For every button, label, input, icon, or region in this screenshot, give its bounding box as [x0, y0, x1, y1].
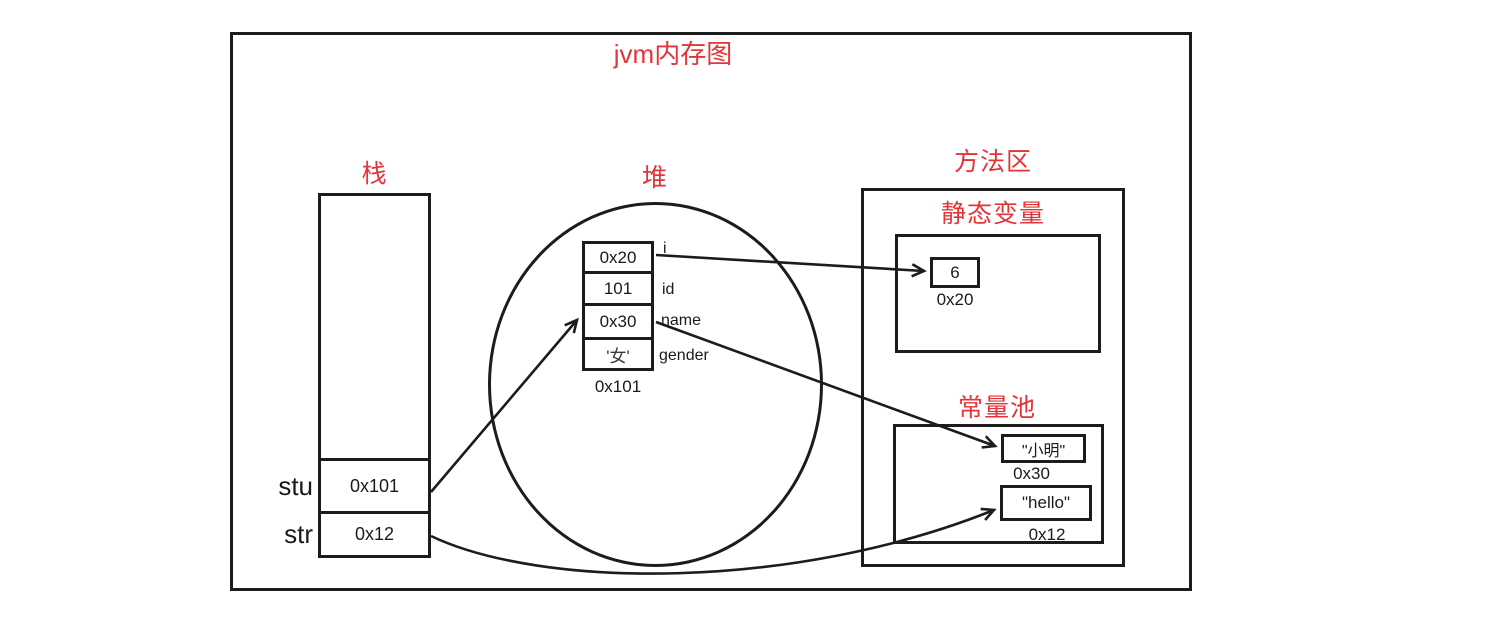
heap-field-name-name: name [661, 312, 702, 329]
stack-frame-str-cell: 0x12 [318, 511, 431, 558]
diagram-outer-border [230, 32, 1192, 591]
heap-field-i-cell: 0x20 [582, 241, 654, 274]
heap-field-id-name: id [662, 281, 675, 298]
heap-field-name-value: 0x30 [599, 311, 637, 331]
static-vars-label: 静态变量 [940, 200, 1045, 228]
heap-field-i-value: 0x20 [599, 247, 637, 267]
heap-object-address: 0x101 [594, 377, 642, 396]
constant-hello-cell: "hello" [1000, 485, 1092, 521]
heap-field-id-cell: 101 [582, 271, 654, 306]
constant-xiaoming-value: "小明" [1021, 442, 1066, 460]
constant-xiaoming-cell: "小明" [1001, 434, 1086, 463]
stack-label: 栈 [361, 160, 388, 188]
heap-field-gender-cell: '女' [582, 337, 654, 371]
heap-field-i-name: i [663, 240, 667, 257]
diagram-title: jvm内存图 [613, 38, 733, 69]
constant-pool-rect [893, 424, 1104, 544]
constant-pool-label: 常量池 [957, 394, 1036, 422]
static-var-6-cell: 6 [930, 257, 980, 288]
static-var-6-value: 6 [950, 262, 960, 282]
stack-frame-stu-value: 0x101 [349, 475, 400, 496]
method-area-label: 方法区 [953, 148, 1032, 176]
static-vars-rect [895, 234, 1101, 353]
constant-hello-value: "hello" [1022, 493, 1070, 512]
static-var-6-address: 0x20 [936, 290, 974, 309]
stack-var-stu-label: stu [278, 471, 313, 501]
stack-var-str-label: str [284, 519, 313, 549]
constant-hello-address: 0x12 [1028, 525, 1066, 544]
heap-field-gender-name: gender [659, 347, 709, 364]
heap-label: 堆 [641, 164, 668, 192]
heap-field-gender-value: '女' [606, 346, 630, 366]
stack-frame-stu-cell: 0x101 [318, 458, 431, 514]
heap-ellipse [488, 202, 823, 567]
heap-field-id-value: 101 [603, 278, 633, 298]
heap-field-name-cell: 0x30 [582, 303, 654, 340]
stack-frame-str-value: 0x12 [354, 524, 395, 544]
constant-xiaoming-address: 0x30 [1013, 464, 1050, 483]
